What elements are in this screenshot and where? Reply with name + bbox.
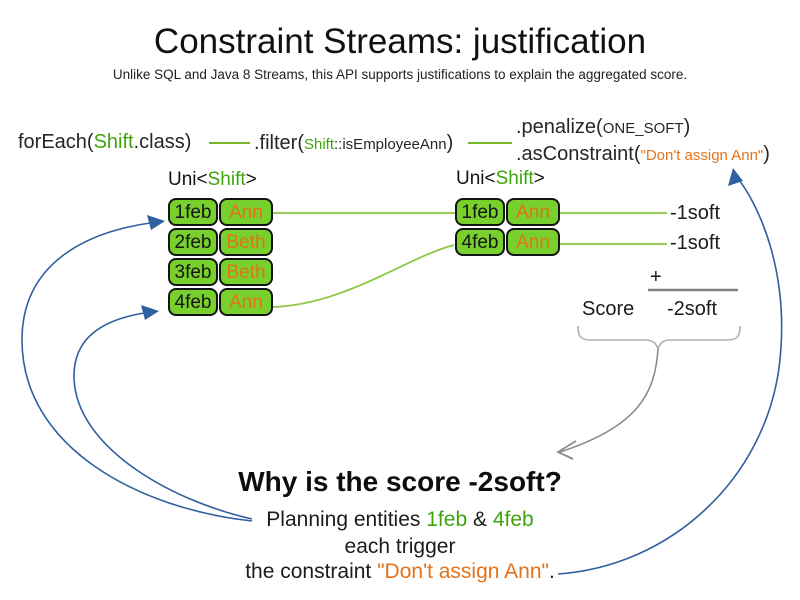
filter-rest: ::isEmployeeAnn xyxy=(334,136,447,153)
asconstraint-arg: "Don't assign Ann" xyxy=(640,147,764,164)
table-row: 4feb Ann xyxy=(168,288,273,316)
left-label-suffix: > xyxy=(245,169,257,190)
explanation-heading: Why is the score -2soft? xyxy=(238,466,562,497)
blue-arrowhead-1feb-icon xyxy=(147,215,165,230)
slide-subtitle: Unlike SQL and Java 8 Streams, this API … xyxy=(112,67,688,82)
slide-title: Constraint Streams: justification xyxy=(153,22,647,61)
shift-date-cell: 2feb xyxy=(168,228,218,256)
penalize-arg: ONE_SOFT xyxy=(602,120,684,137)
left-stream-label: Uni<Shift> xyxy=(168,169,257,191)
shift-employee-cell: Ann xyxy=(219,198,273,226)
shift-date-cell: 1feb xyxy=(455,198,505,226)
shift-date-cell: 4feb xyxy=(455,228,505,256)
left-label-prefix: Uni< xyxy=(168,169,208,190)
shift-employee-cell: Beth xyxy=(219,228,273,256)
table-row: 2feb Beth xyxy=(168,228,273,256)
entity-4feb: 4feb xyxy=(492,508,534,531)
shift-date-cell: 1feb xyxy=(168,198,218,226)
right-label-suffix: > xyxy=(533,168,545,189)
blue-arrow-entity-1feb xyxy=(21,222,253,522)
asconstraint-prefix: .asConstraint( xyxy=(516,143,641,165)
filter-suffix: ) xyxy=(446,132,454,154)
filter-type: Shift xyxy=(304,136,335,153)
shift-employee-cell: Ann xyxy=(219,288,273,316)
foreach-suffix: .class) xyxy=(133,131,192,153)
explanation-line3: the constraint "Don't assign Ann". xyxy=(0,560,800,584)
right-stream-label: Uni<Shift> xyxy=(456,168,545,190)
blue-arrowhead-constraint-icon xyxy=(728,168,743,186)
foreach-type: Shift xyxy=(93,131,134,153)
table-row: 1feb Ann xyxy=(168,198,273,226)
connector-4feb-match xyxy=(271,244,455,308)
score-brace xyxy=(577,325,741,352)
left-stream-table: 1feb Ann 2feb Beth 3feb Beth 4feb Ann xyxy=(168,198,273,316)
total-score: -2soft xyxy=(667,298,718,320)
gray-arrowhead-icon xyxy=(556,440,577,460)
line3-suffix: . xyxy=(548,560,555,583)
table-row: 1feb Ann xyxy=(455,198,560,226)
code-foreach: forEach(Shift.class) xyxy=(18,131,191,154)
right-label-prefix: Uni< xyxy=(456,168,496,189)
penalize-suffix: ) xyxy=(683,116,691,138)
blue-arrow-constraint xyxy=(557,175,783,575)
shift-date-cell: 3feb xyxy=(168,258,218,286)
code-asconstraint: .asConstraint("Don't assign Ann") xyxy=(516,143,770,166)
plus-sign: + xyxy=(650,266,662,288)
blue-arrow-entity-4feb xyxy=(73,312,253,520)
match-score-2: -1soft xyxy=(670,232,721,254)
right-label-type: Shift xyxy=(495,168,534,189)
shift-employee-cell: Ann xyxy=(506,228,560,256)
filter-prefix: .filter( xyxy=(254,132,304,154)
gray-arrow-to-heading xyxy=(559,348,659,453)
left-label-type: Shift xyxy=(207,169,246,190)
right-stream-table: 1feb Ann 4feb Ann xyxy=(455,198,560,256)
shift-date-cell: 4feb xyxy=(168,288,218,316)
line3-prefix: the constraint xyxy=(245,560,378,583)
shift-employee-cell: Ann xyxy=(506,198,560,226)
explanation-line1: Planning entities 1feb & 4feb xyxy=(0,508,800,532)
table-row: 3feb Beth xyxy=(168,258,273,286)
foreach-prefix: forEach( xyxy=(18,131,94,153)
entity-1feb: 1feb xyxy=(426,508,468,531)
blue-arrowhead-4feb-icon xyxy=(141,305,159,320)
code-penalize: .penalize(ONE_SOFT) xyxy=(516,116,690,139)
score-label: Score xyxy=(582,298,635,320)
constraint-name: "Don't assign Ann" xyxy=(377,560,549,583)
table-row: 4feb Ann xyxy=(455,228,560,256)
code-filter: .filter(Shift::isEmployeeAnn) xyxy=(254,132,453,155)
ampersand: & xyxy=(467,508,493,531)
penalize-prefix: .penalize( xyxy=(516,116,603,138)
line1-prefix: Planning entities xyxy=(266,508,427,531)
explanation-line2: each trigger xyxy=(344,535,456,558)
asconstraint-suffix: ) xyxy=(763,143,770,165)
match-score-1: -1soft xyxy=(670,202,721,224)
shift-employee-cell: Beth xyxy=(219,258,273,286)
